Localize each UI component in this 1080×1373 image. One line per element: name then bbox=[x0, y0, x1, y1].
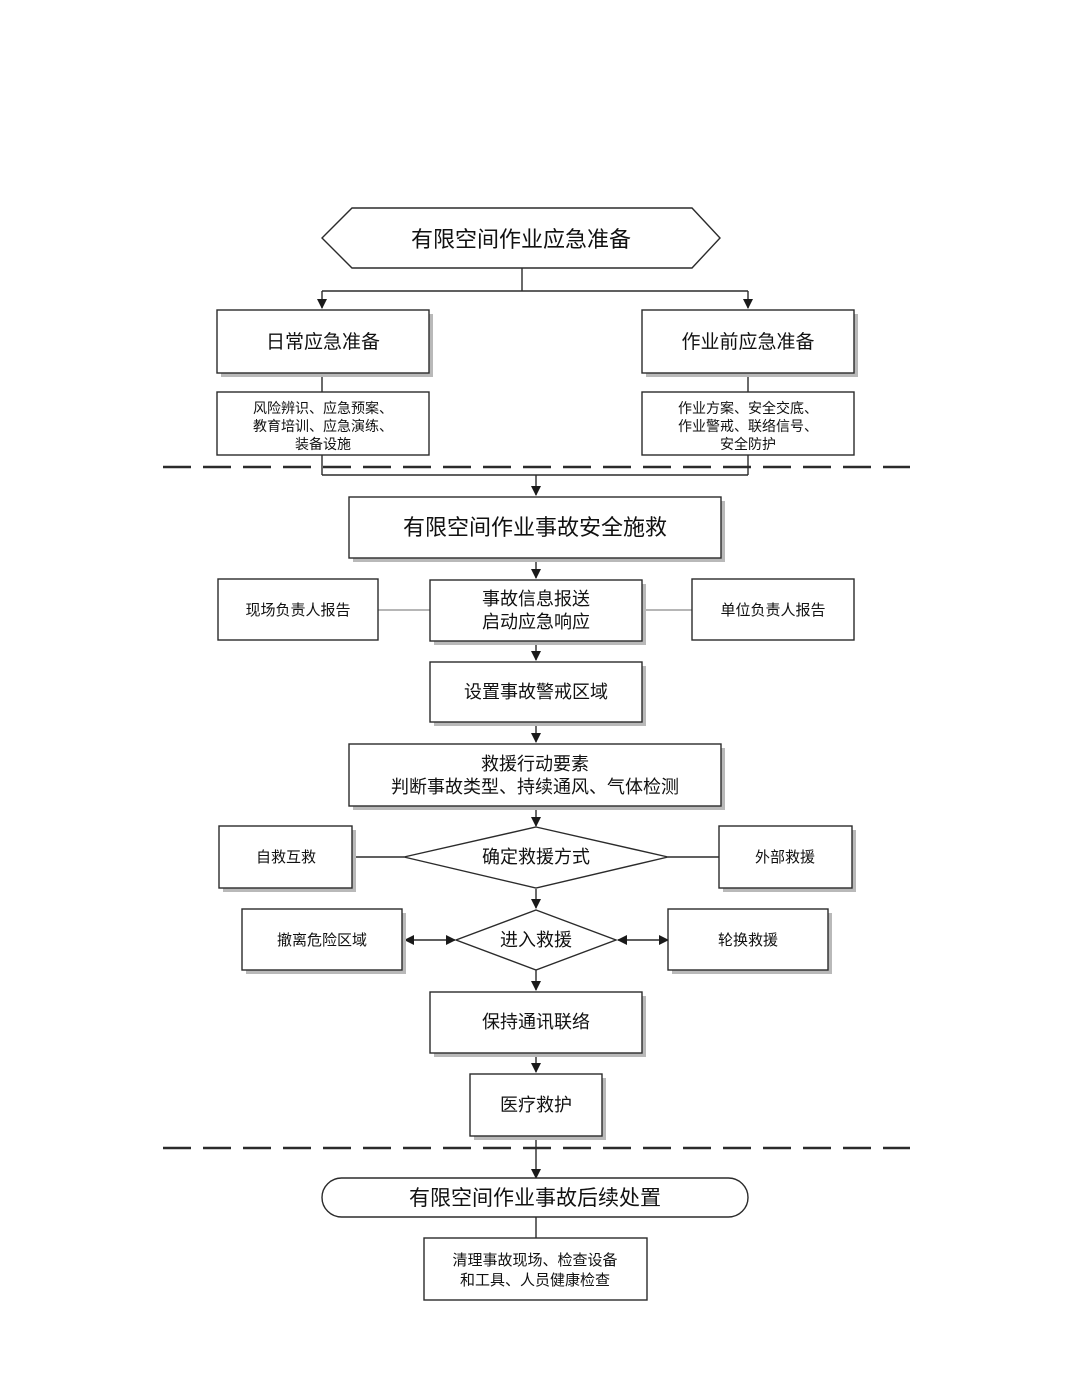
daily-prep-node: 日常应急准备 bbox=[216, 309, 433, 377]
medical-node: 医疗救护 bbox=[469, 1073, 606, 1140]
rescue-title-text: 有限空间作业事故安全施救 bbox=[403, 516, 667, 541]
prework-detail-line-3: 安全防护 bbox=[720, 436, 776, 453]
aftermath-detail-line-1: 清理事故现场、检查设备 bbox=[452, 1251, 617, 1269]
self-rescue-node: 自救互救 bbox=[218, 825, 356, 892]
warning-zone-node: 设置事故警戒区域 bbox=[429, 661, 646, 726]
rotate-rescue-node: 轮换救援 bbox=[667, 908, 832, 974]
external-rescue-node: 外部救援 bbox=[718, 825, 856, 892]
evacuate-text: 撤离危险区域 bbox=[277, 931, 367, 949]
rescue-elements-line-1: 救援行动要素 bbox=[481, 754, 589, 775]
info-report-node: 事故信息报送 启动应急响应 bbox=[429, 579, 646, 645]
prework-prep-node: 作业前应急准备 bbox=[641, 309, 858, 377]
daily-detail-line-3: 装备设施 bbox=[295, 436, 351, 453]
evacuate-node: 撤离危险区域 bbox=[241, 908, 406, 974]
info-report-line-2: 启动应急响应 bbox=[482, 612, 590, 633]
daily-detail-line-2: 教育培训、应急演练、 bbox=[253, 418, 393, 435]
aftermath-detail-line-2: 和工具、人员健康检查 bbox=[460, 1271, 610, 1289]
medical-text: 医疗救护 bbox=[500, 1095, 572, 1116]
enter-rescue-node: 进入救援 bbox=[454, 909, 618, 971]
prep-title-text: 有限空间作业应急准备 bbox=[411, 228, 631, 253]
warning-zone-text: 设置事故警戒区域 bbox=[464, 682, 608, 703]
aftermath-detail-node: 清理事故现场、检查设备 和工具、人员健康检查 bbox=[423, 1237, 648, 1301]
info-report-line-1: 事故信息报送 bbox=[482, 589, 590, 610]
prework-detail-line-1: 作业方案、安全交底、 bbox=[678, 400, 818, 417]
self-rescue-text: 自救互救 bbox=[256, 848, 316, 866]
prework-detail-node: 作业方案、安全交底、 作业警戒、联络信号、 安全防护 bbox=[641, 391, 855, 456]
enter-rescue-text: 进入救援 bbox=[500, 930, 572, 951]
prep-title-node: 有限空间作业应急准备 bbox=[321, 207, 721, 269]
unit-report-text: 单位负责人报告 bbox=[720, 601, 825, 619]
decide-method-node: 确定救援方式 bbox=[403, 826, 669, 889]
daily-detail-line-1: 风险辨识、应急预案、 bbox=[253, 400, 393, 417]
prework-detail-line-2: 作业警戒、联络信号、 bbox=[678, 419, 818, 435]
site-report-text: 现场负责人报告 bbox=[245, 601, 350, 619]
decide-method-text: 确定救援方式 bbox=[482, 847, 590, 868]
keep-comm-text: 保持通讯联络 bbox=[482, 1012, 590, 1033]
rescue-elements-node: 救援行动要素 判断事故类型、持续通风、气体检测 bbox=[348, 743, 725, 810]
rescue-elements-line-2: 判断事故类型、持续通风、气体检测 bbox=[391, 777, 679, 798]
daily-detail-node: 风险辨识、应急预案、 教育培训、应急演练、 装备设施 bbox=[216, 391, 430, 456]
aftermath-title-text: 有限空间作业事故后续处置 bbox=[409, 1186, 661, 1210]
rescue-title-node: 有限空间作业事故安全施救 bbox=[348, 496, 725, 562]
keep-comm-node: 保持通讯联络 bbox=[429, 991, 646, 1057]
aftermath-title-node: 有限空间作业事故后续处置 bbox=[321, 1177, 749, 1218]
daily-prep-text: 日常应急准备 bbox=[266, 331, 380, 353]
prework-prep-text: 作业前应急准备 bbox=[681, 331, 814, 353]
unit-report-node: 单位负责人报告 bbox=[691, 578, 855, 641]
rotate-rescue-text: 轮换救援 bbox=[718, 931, 778, 949]
external-rescue-text: 外部救援 bbox=[755, 848, 815, 866]
site-report-node: 现场负责人报告 bbox=[217, 578, 379, 641]
